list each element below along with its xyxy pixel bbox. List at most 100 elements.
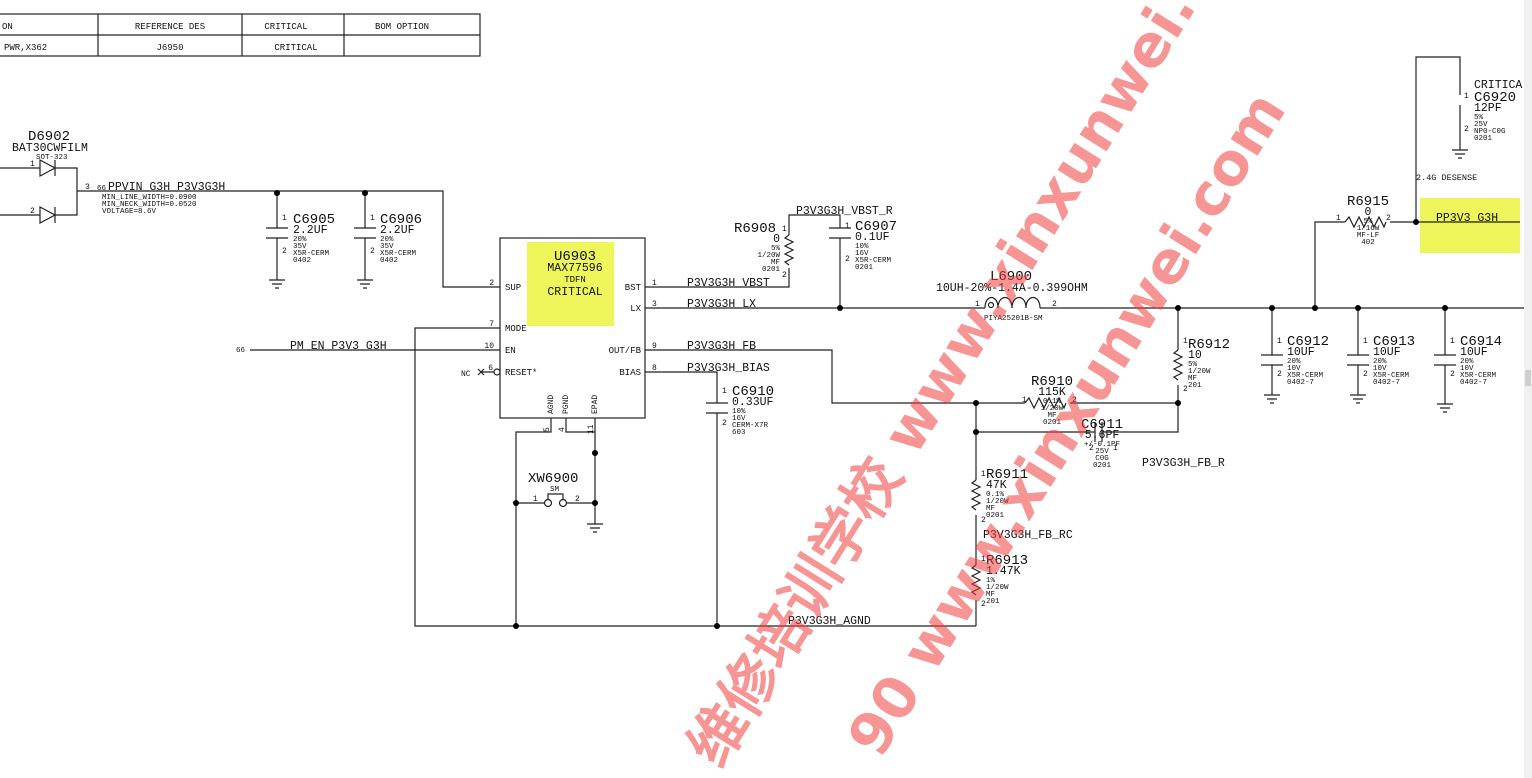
spec: 0402 [293, 257, 311, 265]
pin: 2 [1183, 385, 1188, 394]
pin: 2 [282, 247, 287, 256]
value: 115K [1038, 386, 1066, 399]
pin: 2 [489, 279, 494, 288]
pin: 2 [1386, 214, 1391, 223]
pin: 1 [975, 300, 980, 309]
net-fb: P3V3G3H_FB [687, 340, 756, 353]
value: 47K [986, 479, 1007, 492]
table-header: REFERENCE DES [135, 22, 205, 32]
spec: X5R-CERM [1287, 372, 1324, 380]
table-header: CRITICAL [264, 22, 307, 32]
ref-c6911: C6911 [1081, 417, 1123, 433]
ref-r6911: R6911 [986, 467, 1028, 483]
pin: 2 [845, 255, 850, 264]
value: 10UF [1460, 346, 1488, 359]
pin: 2 [782, 271, 787, 280]
scrollbar-thumb[interactable] [1525, 370, 1531, 386]
pin: 1 [782, 225, 787, 234]
spec: X5R-CERM [1373, 372, 1410, 380]
value: 0 [1365, 206, 1372, 219]
page-ref: 66 [236, 347, 246, 355]
spec: 1/20W [757, 252, 780, 260]
net-lx: P3V3G3H_LX [687, 298, 756, 311]
pin-name: EN [505, 346, 516, 356]
spec: MF [771, 259, 780, 267]
spec: MF [1047, 412, 1056, 420]
critical-label: CRITICA [1474, 79, 1522, 92]
scrollbar[interactable] [1524, 0, 1532, 778]
pin: 1 [1450, 337, 1455, 346]
highlight-pp3v3 [1420, 198, 1520, 253]
pin: 4 [558, 427, 567, 432]
spec: 0201 [986, 512, 1005, 520]
pin-name: PGND [562, 395, 571, 414]
spec: 201 [1188, 382, 1202, 390]
ref-r6913: R6913 [986, 553, 1028, 569]
table-header: BOM OPTION [375, 22, 429, 32]
spec: X5R-CERM [380, 250, 417, 258]
pkg: TDFN [564, 275, 586, 285]
value: 12PF [1474, 102, 1502, 115]
ref-c6914: C6914 [1460, 334, 1502, 350]
spec: 0402-7 [1460, 379, 1487, 387]
net-fb-r: P3V3G3H_FB_R [1142, 457, 1225, 470]
value: 10 [1188, 349, 1202, 362]
spec: 16V [732, 415, 746, 423]
ref-u6903: U6903 [554, 249, 596, 265]
pin: 3 [85, 183, 90, 192]
spec: 0.1% [1043, 398, 1062, 406]
pin-name: SUP [505, 283, 521, 293]
pin: 1 [1464, 92, 1469, 101]
critical-label: CRITICAL [547, 286, 602, 299]
pin: 2 [1363, 370, 1368, 379]
pin-name: OUT/FB [609, 346, 642, 356]
table-cell: J6950 [156, 43, 183, 53]
ref-xw6900: XW6900 [528, 471, 578, 487]
ref-c6920: C6920 [1474, 90, 1516, 106]
spec: 201 [986, 598, 1000, 606]
net-bias: P3V3G3H_BIAS [687, 362, 770, 375]
capacitor-c6914 [1434, 308, 1456, 413]
pin: 2 [575, 495, 580, 504]
spec: 0201 [1474, 135, 1493, 143]
spec: 10V [1373, 365, 1387, 373]
pin-name: MODE [505, 324, 527, 334]
spec: 0201 [855, 264, 874, 272]
spec: 16V [855, 250, 869, 258]
net-prop: MIN_NECK_WIDTH=0.0520 [102, 201, 197, 209]
pin: 2 [981, 516, 986, 525]
ref-c6906: C6906 [380, 212, 422, 228]
spec: 20% [1373, 358, 1387, 366]
pin-name: EPAD [591, 395, 600, 414]
spec: 35V [293, 243, 307, 251]
pin: 1 [1022, 396, 1027, 405]
net-fb-rc: P3V3G3H_FB_RC [983, 529, 1073, 542]
spec: 0402-7 [1287, 379, 1314, 387]
ref-r6910: R6910 [1031, 374, 1073, 390]
ref-c6912: C6912 [1287, 334, 1329, 350]
spec: 0402-7 [1373, 379, 1400, 387]
pin: 5 [543, 427, 552, 432]
pin: 1 [30, 160, 35, 169]
inductor-coil [984, 296, 1041, 309]
table-cell: CRITICAL [274, 43, 317, 53]
pin: 1 [282, 214, 287, 223]
page-ref: 66 [97, 185, 107, 193]
spec: 35V [380, 243, 394, 251]
pin-name: AGND [547, 395, 556, 414]
spec: 10V [1287, 365, 1301, 373]
value: 0.1UF [855, 231, 890, 244]
value: 1.47K [986, 565, 1021, 578]
net-pp3v3-g3h: PP3V3_G3H [1436, 212, 1498, 225]
pin: 8 [652, 364, 657, 373]
pin: 1 [533, 495, 538, 504]
